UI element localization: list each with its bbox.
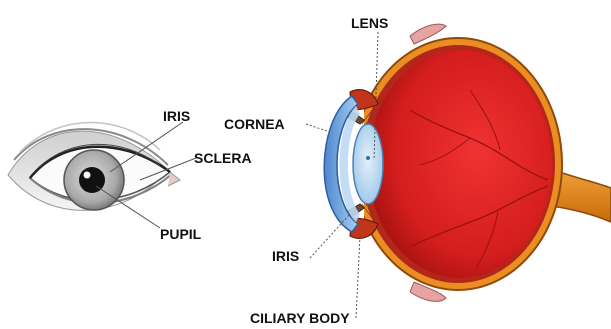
label-cornea: CORNEA bbox=[224, 116, 285, 132]
label-iris-external: IRIS bbox=[163, 108, 190, 124]
label-sclera: SCLERA bbox=[194, 150, 252, 166]
label-ciliary-body: CILIARY BODY bbox=[250, 310, 350, 326]
external-eye-illustration bbox=[8, 123, 180, 211]
label-lens: LENS bbox=[351, 15, 388, 31]
vitreous-body bbox=[368, 50, 552, 278]
lens-section bbox=[353, 124, 383, 204]
label-iris-section: IRIS bbox=[272, 248, 299, 264]
label-pupil: PUPIL bbox=[160, 226, 201, 242]
eye-cross-section bbox=[324, 24, 611, 301]
